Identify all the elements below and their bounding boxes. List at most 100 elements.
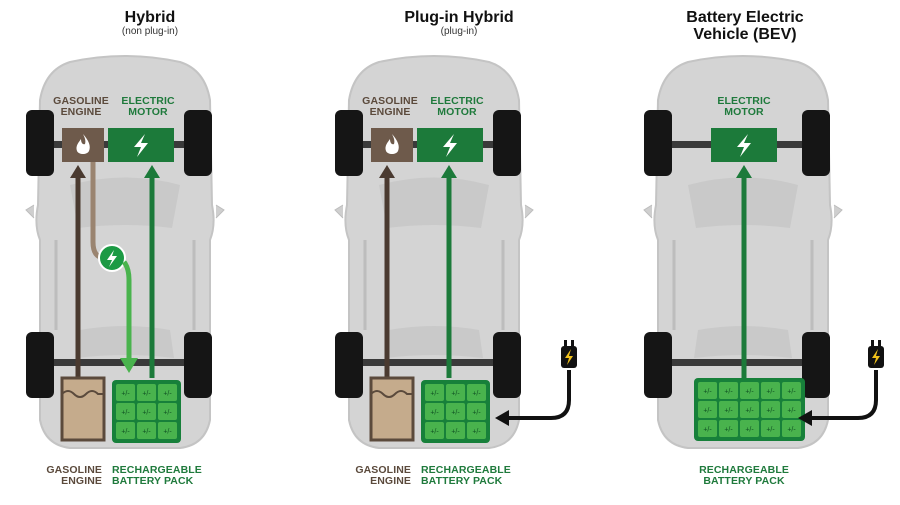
battery-cell-label: +/-	[430, 429, 439, 436]
battery-cell	[698, 382, 717, 399]
battery-pack: +/-+/-+/-+/-+/-+/-+/-+/-+/-	[112, 380, 181, 443]
lightning-bolt-icon	[737, 134, 751, 157]
panel-subtitle: (non plug-in)	[121, 26, 179, 37]
battery-cell-label: +/-	[472, 410, 481, 417]
battery-cell-label: +/-	[121, 410, 130, 417]
rear-right-tire	[802, 332, 830, 398]
battery-cell-label: +/-	[787, 427, 796, 434]
battery-cell	[116, 384, 135, 401]
top-electric-motor-label: ELECTRIC MOTOR	[121, 95, 175, 118]
battery-cell	[740, 382, 759, 399]
panel-plug-in-hybrid: +/-+/-+/-+/-+/-+/-+/-+/-+/- Plug-in Hybr…	[309, 0, 609, 505]
bottom-gasoline-engine-label: GASOLINE ENGINE	[46, 464, 102, 487]
front-right-tire	[184, 110, 212, 176]
battery-cell	[761, 420, 780, 437]
battery-cell-label: +/-	[142, 410, 151, 417]
battery-cell	[761, 382, 780, 399]
bottom-gasoline-engine-label: GASOLINE ENGINE	[355, 464, 411, 487]
battery-cell	[158, 422, 177, 439]
battery-cell-label: +/-	[121, 429, 130, 436]
front-right-tire	[493, 110, 521, 176]
battery-pack: +/-+/-+/-+/-+/-+/-+/-+/-+/-+/-+/-+/-+/-+…	[694, 378, 805, 441]
lightning-bolt-icon	[443, 134, 457, 157]
front-left-tire	[644, 110, 672, 176]
battery-cell	[698, 420, 717, 437]
battery-cell	[116, 403, 135, 420]
rear-left-tire	[644, 332, 672, 398]
battery-cell	[158, 384, 177, 401]
top-electric-motor-label: ELECTRIC MOTOR	[717, 95, 771, 118]
plug-in-hybrid-car-diagram: +/-+/-+/-+/-+/-+/-+/-+/-+/-	[334, 55, 577, 449]
battery-cell-label: +/-	[430, 391, 439, 398]
battery-cell-label: +/-	[766, 389, 775, 396]
battery-cell-label: +/-	[472, 391, 481, 398]
battery-cell	[467, 403, 486, 420]
battery-cell-label: +/-	[703, 408, 712, 415]
battery-cell	[116, 422, 135, 439]
battery-cell-label: +/-	[121, 391, 130, 398]
flame-icon	[385, 134, 399, 154]
bottom-battery-pack-label: RECHARGEABLE BATTERY PACK	[421, 464, 511, 487]
panel-title: Battery Electric Vehicle (BEV)	[686, 9, 804, 43]
battery-cell	[425, 403, 444, 420]
battery-cell	[467, 422, 486, 439]
hybrid-car-diagram: +/-+/-+/-+/-+/-+/-+/-+/-+/-	[25, 55, 225, 449]
flame-icon	[76, 134, 90, 154]
battery-cell	[719, 420, 738, 437]
battery-cell	[782, 420, 801, 437]
battery-cell-label: +/-	[142, 391, 151, 398]
panel-subtitle: (plug-in)	[440, 26, 478, 37]
rear-right-tire	[493, 332, 521, 398]
gasoline-tank	[369, 376, 415, 442]
lightning-bolt-icon	[134, 134, 148, 157]
battery-cell-label: +/-	[703, 389, 712, 396]
rear-left-tire	[335, 332, 363, 398]
battery-cell	[425, 384, 444, 401]
battery-cell-label: +/-	[163, 410, 172, 417]
battery-cell-label: +/-	[451, 429, 460, 436]
bev-car-diagram: +/-+/-+/-+/-+/-+/-+/-+/-+/-+/-+/-+/-+/-+…	[643, 55, 884, 449]
panel-title: Plug-in Hybrid	[404, 9, 514, 26]
battery-cell	[425, 422, 444, 439]
battery-cell	[446, 384, 465, 401]
battery-cell	[137, 384, 156, 401]
battery-cell	[158, 403, 177, 420]
battery-cell-label: +/-	[766, 427, 775, 434]
battery-cell	[137, 422, 156, 439]
battery-cell	[782, 382, 801, 399]
front-right-tire	[802, 110, 830, 176]
gasoline-tank	[60, 376, 106, 442]
front-left-tire	[26, 110, 54, 176]
battery-cell	[446, 422, 465, 439]
panel-battery-electric-vehicle: +/-+/-+/-+/-+/-+/-+/-+/-+/-+/-+/-+/-+/-+…	[610, 0, 900, 505]
rear-right-tire	[184, 332, 212, 398]
battery-cell	[698, 401, 717, 418]
battery-cell-label: +/-	[745, 427, 754, 434]
battery-cell-label: +/-	[472, 429, 481, 436]
battery-cell-label: +/-	[703, 427, 712, 434]
top-electric-motor-label: ELECTRIC MOTOR	[430, 95, 484, 118]
battery-cell-label: +/-	[430, 410, 439, 417]
battery-cell-label: +/-	[451, 391, 460, 398]
battery-cell	[719, 401, 738, 418]
battery-cell	[719, 382, 738, 399]
panel-title: Hybrid	[124, 9, 176, 26]
battery-cell	[446, 403, 465, 420]
battery-cell-label: +/-	[163, 429, 172, 436]
top-gasoline-engine-label: GASOLINE ENGINE	[53, 95, 109, 118]
battery-cell	[761, 401, 780, 418]
panel-hybrid: +/-+/-+/-+/-+/-+/-+/-+/-+/- Hybrid (non …	[0, 0, 300, 505]
battery-cell-label: +/-	[724, 427, 733, 434]
battery-cell-label: +/-	[787, 408, 796, 415]
battery-cell-label: +/-	[142, 429, 151, 436]
plug-icon	[561, 340, 577, 368]
battery-cell	[467, 384, 486, 401]
battery-cell	[782, 401, 801, 418]
battery-cell	[740, 401, 759, 418]
battery-pack: +/-+/-+/-+/-+/-+/-+/-+/-+/-	[421, 380, 490, 443]
battery-cell	[137, 403, 156, 420]
plug-icon	[868, 340, 884, 368]
bottom-battery-pack-label: RECHARGEABLE BATTERY PACK	[112, 464, 202, 487]
battery-cell-label: +/-	[724, 389, 733, 396]
battery-cell-label: +/-	[787, 389, 796, 396]
